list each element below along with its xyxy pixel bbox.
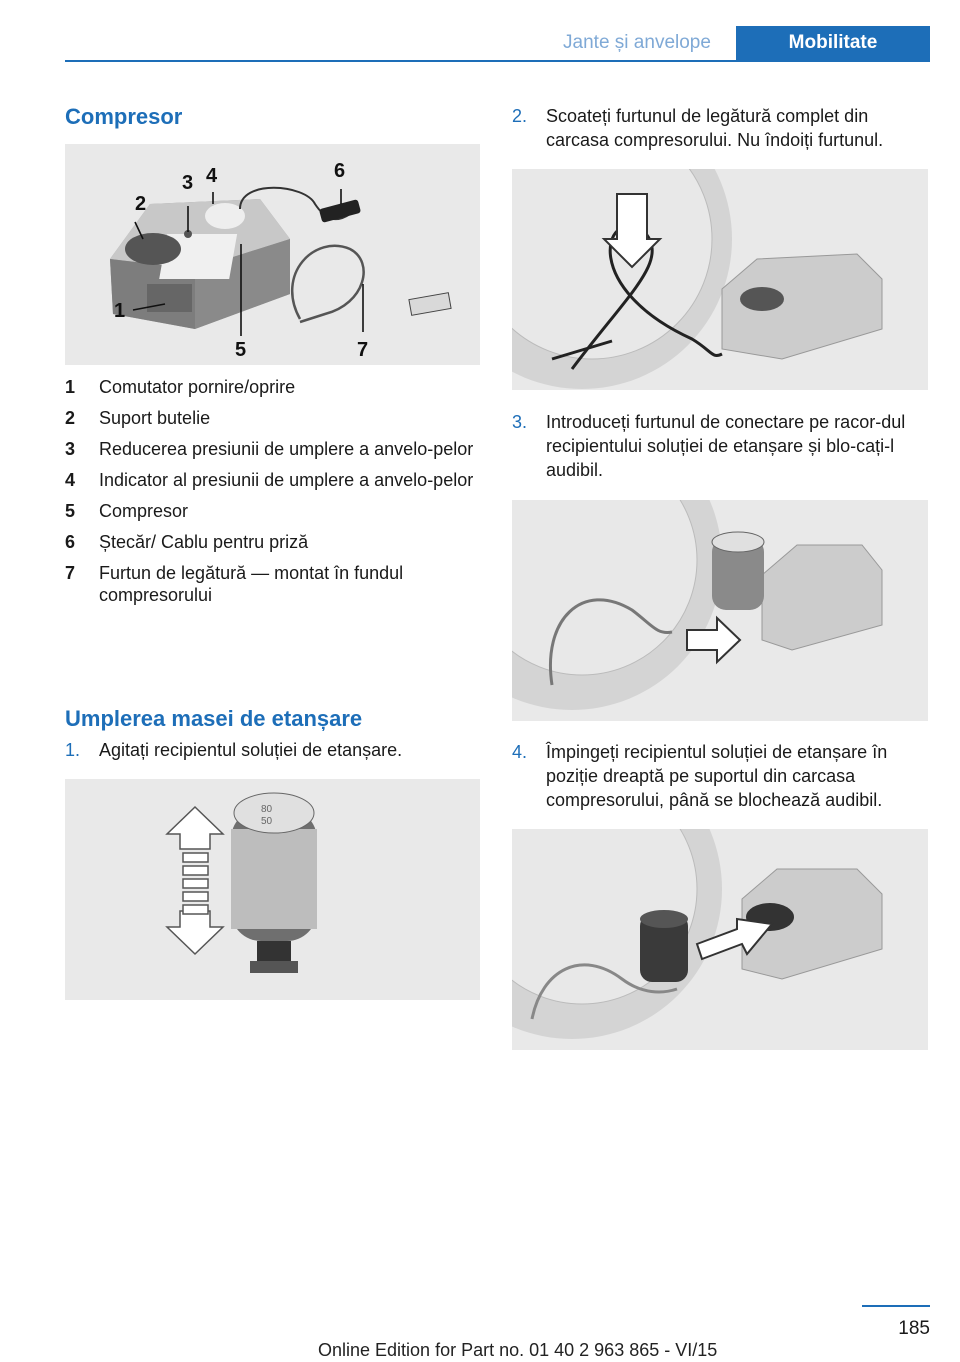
callout-6: 6 [334,160,345,182]
legend-num: 7 [65,563,76,583]
legend-num: 6 [65,532,76,552]
legend-num: 5 [65,501,76,521]
connect-hose-figure [512,500,928,721]
step-number: 2. [512,106,528,126]
callout-2: 2 [135,193,146,215]
step-number: 3. [512,412,528,432]
callout-4: 4 [206,165,218,187]
callout-5: 5 [235,339,246,361]
legend-item: 1 Comutator pornire/oprire [65,376,480,398]
legend-text: Indicator al presiunii de umplere a anve… [99,470,474,490]
page-number: 185 [898,1318,930,1339]
legend-item: 7 Furtun de legătură — montat în fundul c… [65,562,480,606]
edition-footer: Online Edition for Part no. 01 40 2 963 … [318,1340,718,1360]
step-4: 4. Împingeți recipientul soluției de eta… [512,740,932,812]
legend-text: Ștecăr/ Cablu pentru priză [99,532,309,552]
insert-bottle-figure [512,829,928,1050]
step-text: Scoateți furtunul de legătură complet di… [546,106,884,150]
step-text: Împingeți recipientul soluției de etanșa… [546,742,888,810]
gauge-bottom-value: 50 [261,816,273,827]
callout-7: 7 [357,339,368,361]
step-1: 1. Agitați recipientul soluției de etanș… [65,738,480,762]
step-text: Introduceți furtunul de conectare pe rac… [546,412,906,480]
compressor-illustration: 1 2 3 4 5 6 7 [110,160,452,361]
legend-text: Reducerea presiunii de umplere a anvelo‐… [99,439,474,459]
legend-item: 3 Reducerea presiunii de umplere a anvelo… [65,438,480,460]
component-legend: 1 Comutator pornire/oprire 2 Suport buteli… [65,376,480,615]
legend-text: Compresor [99,501,189,521]
legend-item: 2 Suport butelie [65,407,480,429]
footer-rule [862,1305,930,1307]
shake-bottle-figure: 80 50 [65,779,480,1000]
step-text: Agitați recipientul soluției de etanșare… [99,740,403,760]
shake-bottle-illustration: 80 50 [165,792,317,973]
header-chapter-tab[interactable]: Mobilitate [736,26,930,60]
hose-removal-figure [512,169,928,390]
legend-num: 3 [65,439,76,459]
legend-num: 4 [65,470,76,490]
legend-item: 5 Compresor [65,500,480,522]
step-3: 3. Introduceți furtunul de conectare pe … [512,410,932,482]
legend-text: Furtun de legătură — montat în fundul co… [99,563,404,605]
header-rule [65,60,930,62]
callout-1: 1 [114,300,125,322]
step-2: 2. Scoateți furtunul de legătură complet… [512,104,932,152]
legend-num: 2 [65,408,76,428]
step-number: 4. [512,742,528,762]
subsection-title: Umplerea masei de etanșare [65,706,363,731]
header-section-tab[interactable]: Jante și anvelope [563,32,711,53]
legend-item: 6 Ștecăr/ Cablu pentru priză [65,531,480,553]
connect-hose-illustration [512,500,883,710]
legend-text: Comutator pornire/oprire [99,377,296,397]
insert-bottle-illustration [512,829,883,1039]
hose-removal-illustration [512,169,883,389]
callout-3: 3 [182,172,193,194]
legend-text: Suport butelie [99,408,211,428]
legend-num: 1 [65,377,76,397]
section-title: Compresor [65,104,183,129]
gauge-top-value: 80 [261,804,273,815]
legend-item: 4 Indicator al presiunii de umplere a anv… [65,469,480,491]
step-number: 1. [65,740,81,760]
compressor-figure: 1 2 3 4 5 6 7 [65,144,480,365]
